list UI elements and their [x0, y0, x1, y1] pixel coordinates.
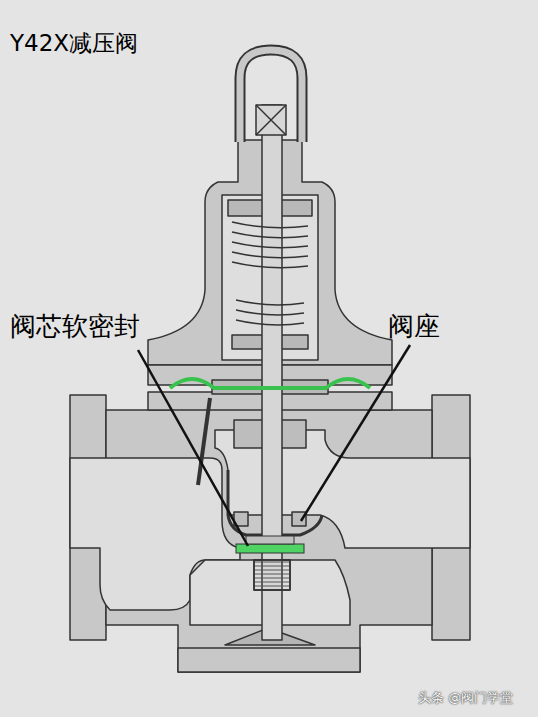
spring-coil [232, 242, 308, 248]
lifting-ring [240, 50, 302, 142]
bottom-cover [178, 648, 360, 672]
spring-coil [232, 262, 308, 268]
diaphragm [170, 379, 370, 388]
spring-coil [232, 222, 308, 228]
impulse-tube [198, 398, 210, 485]
adjusting-nut [256, 105, 286, 135]
stem-nut [254, 560, 290, 590]
pressure-spring [232, 222, 308, 325]
leader-line [138, 350, 248, 546]
spring-coil [232, 252, 308, 258]
diagram-title: Y42X减压阀 [10, 30, 138, 56]
spring-coil [232, 232, 308, 238]
spring-coil [236, 300, 304, 305]
part-label: 阀芯软密封 [10, 312, 140, 342]
valve-disc [246, 536, 294, 544]
part-label: 阀座 [388, 312, 440, 342]
spring-coil [236, 320, 304, 325]
stem-nut [254, 560, 290, 590]
adjusting-nut [256, 105, 286, 135]
lifting-ring [240, 50, 302, 142]
leader-line [301, 345, 410, 521]
watermark: 头条 @阀门学堂 [418, 691, 513, 706]
disc-soft-seal [236, 544, 304, 553]
spring-coil [236, 310, 304, 315]
